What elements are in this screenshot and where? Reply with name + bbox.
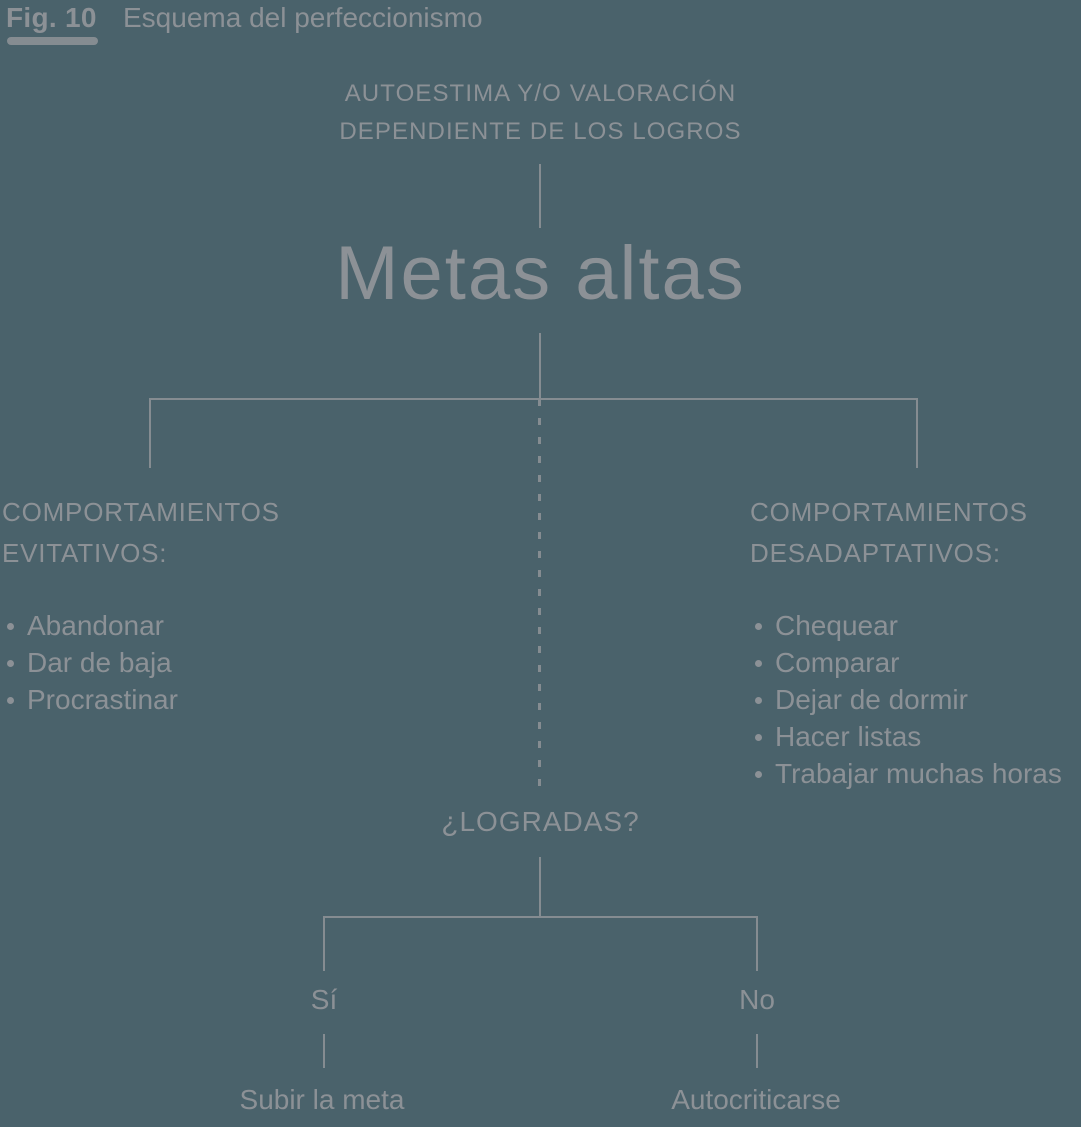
root-node: AUTOESTIMA Y/O VALORACIÓN DEPENDIENTE DE… xyxy=(0,75,1081,151)
root-node-line1: AUTOESTIMA Y/O VALORACIÓN xyxy=(344,80,737,107)
list-item: Trabajar muchas horas xyxy=(755,755,1062,792)
left-branch-heading: COMPORTAMIENTOS EVITATIVOS: xyxy=(2,492,280,574)
connector-question-to-branch xyxy=(539,857,541,917)
bullet-icon xyxy=(755,697,762,704)
bullet-icon xyxy=(755,734,762,741)
figure-number-label: Fig. 10 xyxy=(6,2,97,33)
bullet-icon xyxy=(755,771,762,778)
connector-goal-to-branch xyxy=(539,333,541,399)
list-item: Dar de baja xyxy=(7,644,178,681)
list-item: Procrastinar xyxy=(7,681,178,718)
list-item: Chequear xyxy=(755,607,1062,644)
right-branch-heading-line1: COMPORTAMIENTOS xyxy=(750,497,1028,527)
list-item-label: Trabajar muchas horas xyxy=(775,757,1062,789)
answer-left-drop-line xyxy=(323,916,325,971)
connector-yes-to-outcome xyxy=(323,1034,325,1068)
list-item-label: Dejar de dormir xyxy=(775,683,968,715)
bullet-icon xyxy=(7,697,14,704)
list-item: Abandonar xyxy=(7,607,178,644)
bullet-icon xyxy=(755,623,762,630)
list-item: Comparar xyxy=(755,644,1062,681)
goal-node: Metas altas xyxy=(335,231,746,316)
left-branch-heading-line1: COMPORTAMIENTOS xyxy=(2,497,280,527)
figure-title: Esquema del perfeccionismo xyxy=(123,2,483,33)
dashed-connector-branch-to-question xyxy=(538,399,541,791)
right-branch-heading: COMPORTAMIENTOS DESADAPTATIVOS: xyxy=(750,492,1028,574)
bullet-icon xyxy=(755,660,762,667)
list-item-label: Abandonar xyxy=(27,609,165,641)
bullet-icon xyxy=(7,623,14,630)
question-node: ¿LOGRADAS? xyxy=(441,806,640,837)
list-item-label: Comparar xyxy=(775,646,900,678)
list-item: Hacer listas xyxy=(755,718,1062,755)
answer-yes-label: Sí xyxy=(310,984,338,1015)
answer-no-label: No xyxy=(739,984,775,1015)
outcome-no: Autocriticarse xyxy=(671,1084,841,1115)
list-item-label: Dar de baja xyxy=(27,646,172,678)
branch-right-drop-line xyxy=(916,398,918,468)
list-item-label: Chequear xyxy=(775,609,898,641)
bullet-icon xyxy=(7,660,14,667)
list-item-label: Hacer listas xyxy=(775,720,922,752)
root-node-line2: DEPENDIENTE DE LOS LOGROS xyxy=(339,118,742,145)
figure-number-underline xyxy=(7,37,98,45)
answer-right-drop-line xyxy=(756,916,758,971)
outcome-yes: Subir la meta xyxy=(239,1084,405,1115)
list-item: Dejar de dormir xyxy=(755,681,1062,718)
connector-root-to-goal xyxy=(539,164,541,228)
branch-horizontal-line xyxy=(149,398,918,400)
list-item-label: Procrastinar xyxy=(27,683,178,715)
left-branch-list: Abandonar Dar de baja Procrastinar xyxy=(7,607,178,718)
right-branch-list: Chequear Comparar Dejar de dormir Hacer … xyxy=(755,607,1062,792)
left-branch-heading-line2: EVITATIVOS: xyxy=(2,538,168,568)
right-branch-heading-line2: DESADAPTATIVOS: xyxy=(750,538,1001,568)
connector-no-to-outcome xyxy=(756,1034,758,1068)
answer-horizontal-line xyxy=(323,916,758,918)
branch-left-drop-line xyxy=(149,398,151,468)
